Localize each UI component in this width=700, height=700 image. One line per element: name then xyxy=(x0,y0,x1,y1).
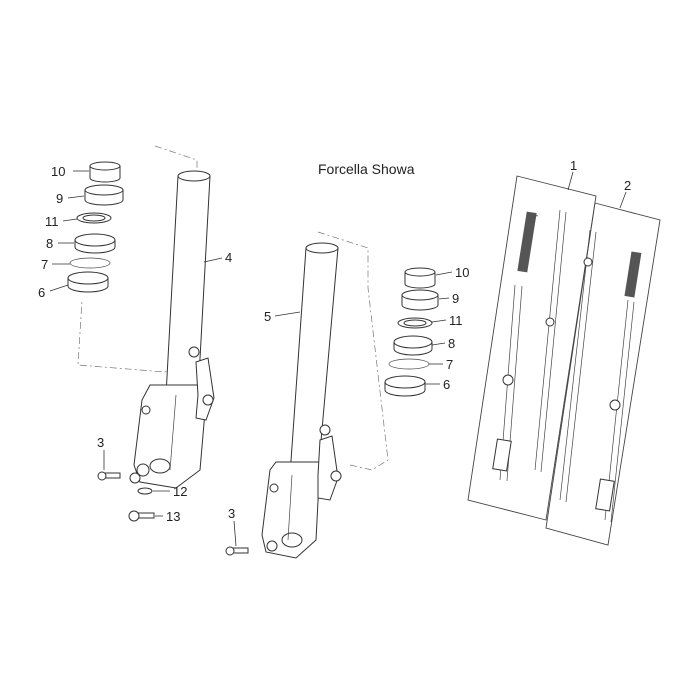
panel-1-frame xyxy=(467,175,597,521)
panel-2-rod-a xyxy=(559,229,591,501)
bolt-3-center-head xyxy=(225,546,235,556)
internals-panel-2 xyxy=(545,202,661,546)
panel-2-valve-a xyxy=(583,257,593,267)
callout-7-center: 7 xyxy=(446,357,453,372)
slider-edge-center xyxy=(287,474,293,541)
callout-11-left: 11 xyxy=(45,214,59,229)
panel-2-rod-b xyxy=(565,231,597,503)
bolt-3-center xyxy=(225,546,249,556)
fork-leg-left xyxy=(77,145,215,489)
fork-tube-top-center xyxy=(305,242,339,254)
callout-3-center: 3 xyxy=(228,506,235,521)
axle-clamp-center xyxy=(266,540,278,552)
callout-labels: 10 9 11 8 7 6 4 5 3 12 13 3 10 9 11 8 7 … xyxy=(38,158,631,524)
panel-1-spring-coil xyxy=(517,211,537,273)
panel-2-cartridge xyxy=(595,478,615,512)
mount-boss-center-mid xyxy=(330,470,342,482)
fork-tube-top-left xyxy=(177,170,211,182)
mount-boss-left-mid xyxy=(202,394,214,406)
panel-1-cartridge xyxy=(492,438,512,472)
diagram-title: Forcella Showa xyxy=(318,161,415,177)
callout-4: 4 xyxy=(225,250,232,265)
internals-panel-1 xyxy=(467,175,597,521)
callout-10-center: 10 xyxy=(455,265,469,280)
axle-boss-center xyxy=(281,532,303,548)
panel-2-valve-b xyxy=(609,399,621,411)
ring-10-left xyxy=(89,165,121,183)
ring-stack-left xyxy=(67,161,124,293)
callout-8-left: 8 xyxy=(46,236,53,251)
callout-6-center: 6 xyxy=(443,377,450,392)
mount-boss-left-top xyxy=(188,346,200,358)
callout-9-left: 9 xyxy=(56,191,63,206)
assembly-dash-center xyxy=(317,231,389,471)
fork-leg-center xyxy=(261,231,389,559)
ring-10-center xyxy=(404,271,436,289)
caliper-mount-left xyxy=(195,357,215,421)
screw-13 xyxy=(128,510,155,522)
callout-5: 5 xyxy=(264,309,271,324)
mount-boss-center-side xyxy=(269,483,279,493)
callout-6-left: 6 xyxy=(38,285,45,300)
callout-3-left: 3 xyxy=(97,435,104,450)
mount-boss-left-side xyxy=(141,405,151,415)
ring-7-left xyxy=(69,257,111,269)
axle-clamp-left xyxy=(136,463,150,477)
mount-boss-center-top xyxy=(319,424,331,436)
callout-11-center: 11 xyxy=(449,313,463,328)
caliper-mount-center xyxy=(317,435,339,501)
axle-clamp-left-2 xyxy=(129,472,141,484)
bolt-3-left-head xyxy=(97,471,107,481)
axle-boss-left xyxy=(149,458,171,474)
callout-9-center: 9 xyxy=(452,291,459,306)
panel-1-rod-c xyxy=(534,209,561,471)
callout-7-left: 7 xyxy=(41,257,48,272)
callout-8-center: 8 xyxy=(448,336,455,351)
slider-edge-left xyxy=(169,394,177,471)
ring-7-center xyxy=(388,358,430,370)
panel-2-spring-coil xyxy=(624,251,642,298)
leader-lines xyxy=(49,170,627,547)
bolt-3-left xyxy=(97,471,121,481)
panel-1-valve-a xyxy=(502,374,514,386)
washer-12 xyxy=(137,487,153,495)
panel-1-valve-b xyxy=(545,317,555,327)
panel-1-rod-d xyxy=(540,211,567,473)
callout-2: 2 xyxy=(624,178,631,193)
panel-2-rod-d xyxy=(610,301,635,523)
callout-1: 1 xyxy=(570,158,577,173)
callout-12: 12 xyxy=(173,484,187,499)
ring-stack-center xyxy=(384,267,439,397)
callout-10-left: 10 xyxy=(51,164,65,179)
callout-13: 13 xyxy=(166,509,180,524)
